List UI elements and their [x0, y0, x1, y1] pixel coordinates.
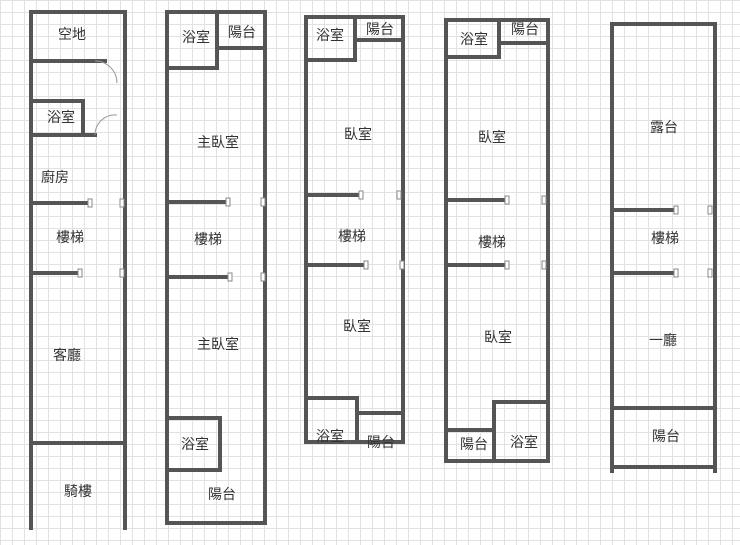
room-label: 陽台	[511, 22, 539, 38]
room-label: 主臥室	[197, 336, 239, 353]
room-label: 主臥室	[197, 134, 239, 151]
room-label: 浴室	[47, 109, 75, 126]
floor-plan-2: 浴室 陽台 主臥室 樓梯 主臥室 浴室 陽台	[165, 10, 267, 525]
room-label: 樓梯	[478, 235, 506, 251]
floor-plan-1: 空地 浴室 廚房 樓梯 客廳 騎樓	[29, 10, 127, 530]
room-label: 陽台	[208, 487, 236, 503]
room-label: 陽台	[652, 429, 680, 445]
room-label: 浴室	[316, 27, 344, 44]
room-label: 樓梯	[651, 231, 679, 247]
room-label: 空地	[58, 27, 86, 43]
room-label: 陽台	[228, 25, 256, 41]
room-label: 臥室	[484, 329, 512, 346]
room-label: 陽台	[367, 435, 395, 451]
room-label: 樓梯	[56, 230, 84, 246]
room-label: 一廳	[649, 332, 677, 349]
room-label: 臥室	[478, 129, 506, 146]
room-label: 浴室	[460, 31, 488, 48]
room-label: 浴室	[510, 434, 538, 451]
room-label: 陽台	[366, 22, 394, 38]
room-label: 臥室	[344, 126, 372, 143]
room-label: 臥室	[343, 318, 371, 335]
floor-plan-5: 露台 樓梯 一廳 陽台	[610, 22, 717, 473]
room-label: 浴室	[182, 29, 210, 46]
room-label: 客廳	[53, 347, 81, 364]
room-label: 浴室	[316, 428, 344, 445]
room-label: 騎樓	[64, 484, 92, 500]
room-label: 樓梯	[338, 229, 366, 245]
room-label: 陽台	[460, 437, 488, 453]
room-label: 樓梯	[194, 232, 222, 248]
room-label: 浴室	[181, 436, 209, 453]
floor-plan-3: 浴室 陽台 臥室 樓梯 臥室 浴室 陽台	[304, 15, 405, 451]
floor-plan-4: 浴室 陽台 臥室 樓梯 臥室 陽台 浴室	[444, 18, 550, 463]
room-label: 廚房	[41, 169, 69, 186]
room-label: 露台	[650, 120, 678, 136]
